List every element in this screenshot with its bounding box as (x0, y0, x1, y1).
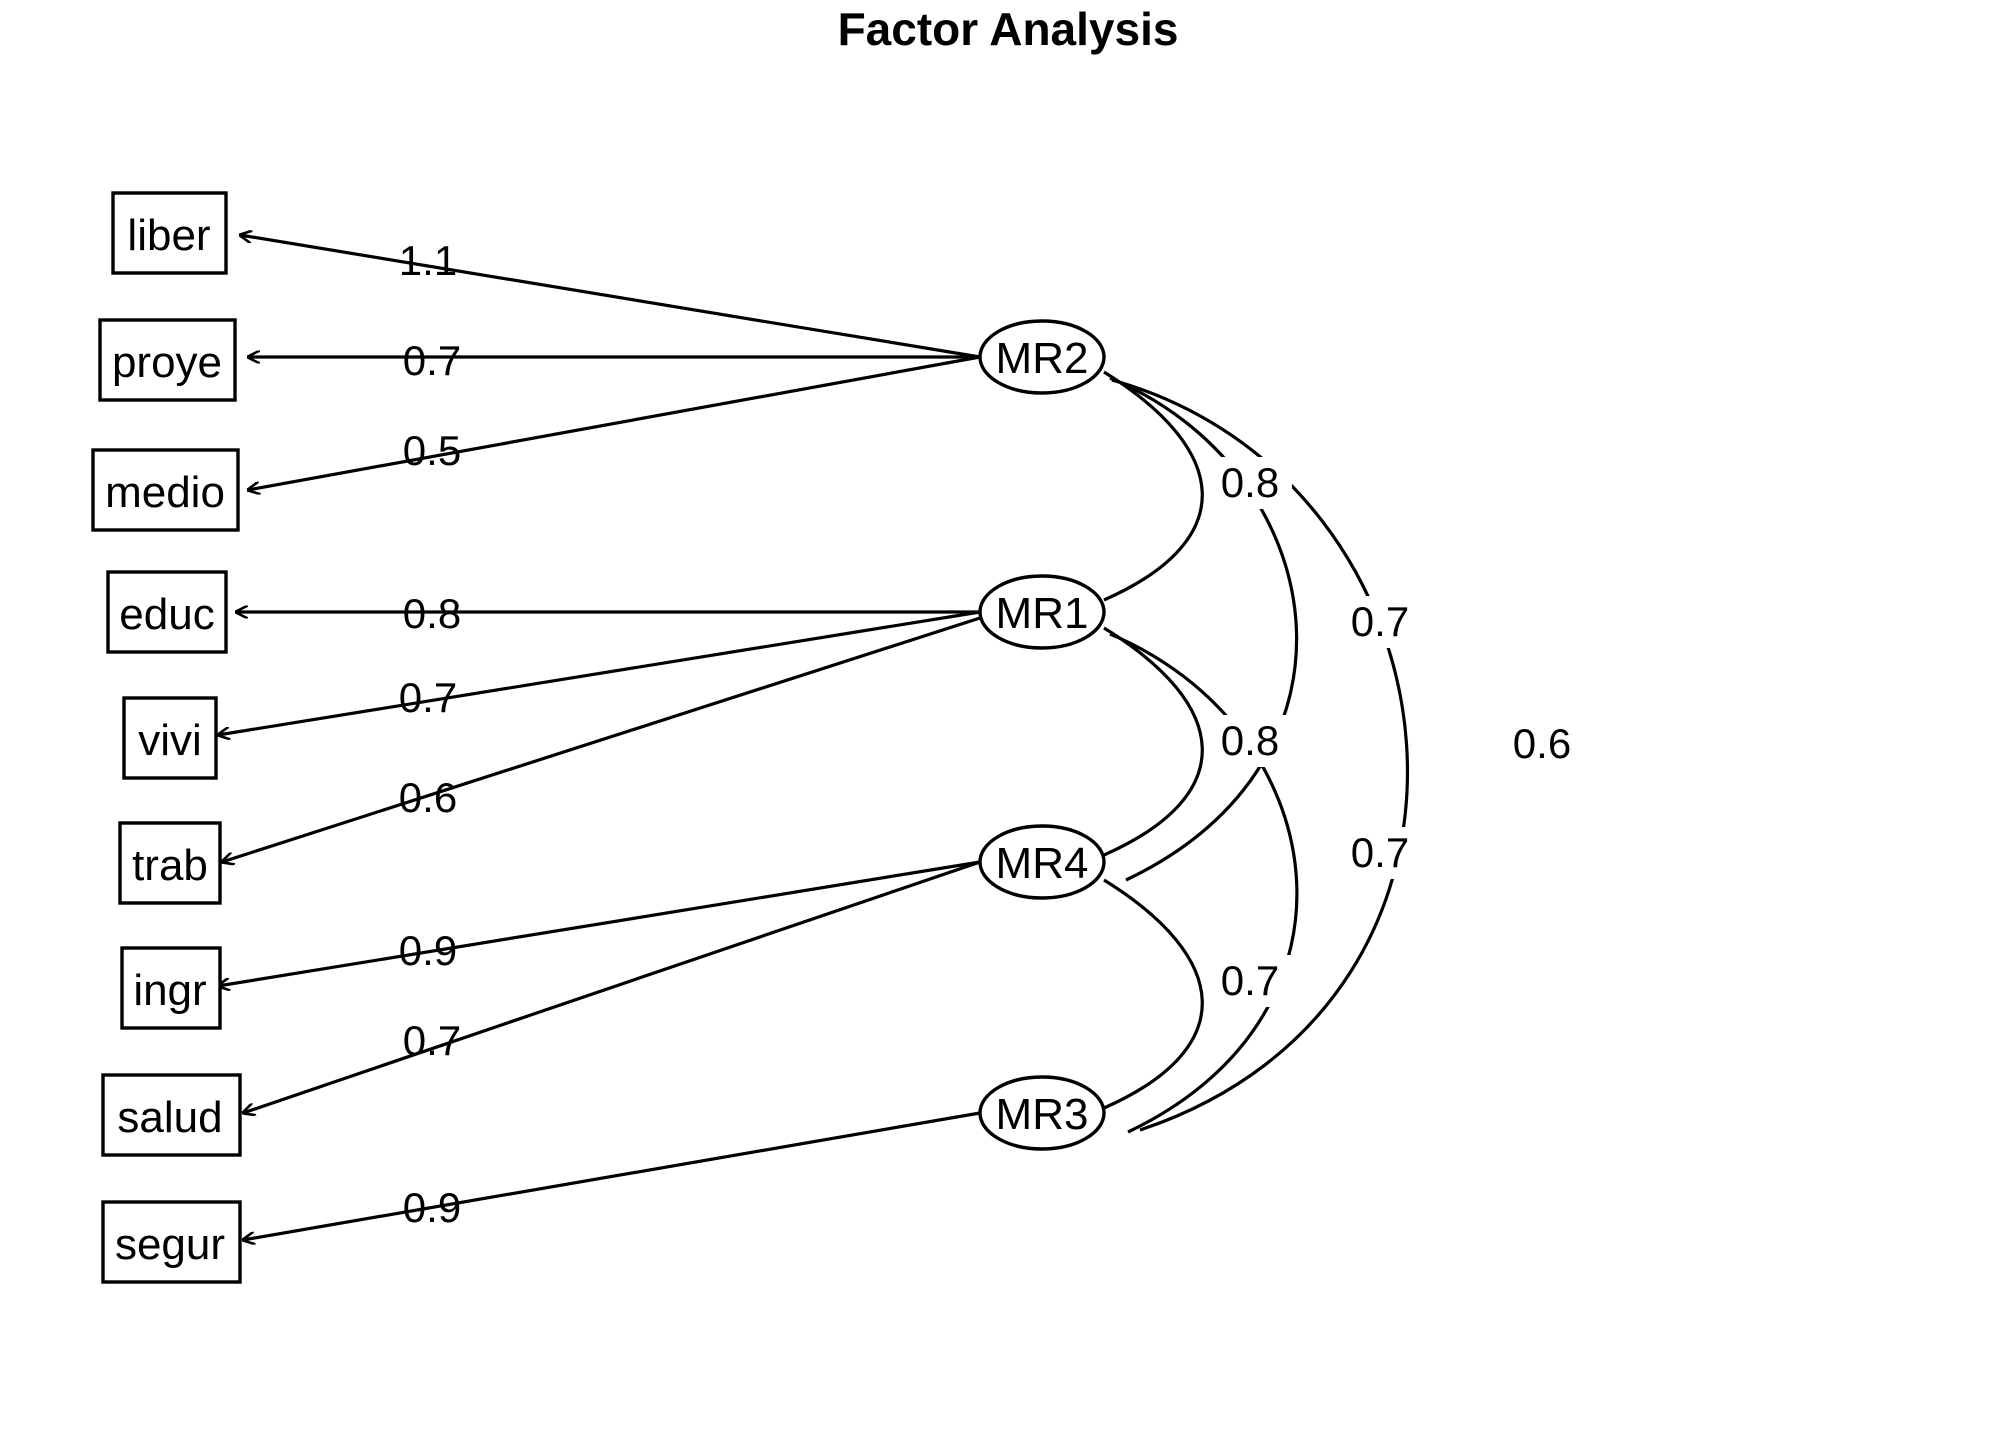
node-box-educ[interactable] (106, 570, 228, 654)
correlation-curve-mr4-mr3 (1103, 878, 1204, 1110)
correlation-label-mr2-mr1: 0.8 (1221, 459, 1279, 506)
loading-label-segur: 0.9 (403, 1184, 461, 1231)
node-label-mr3: MR3 (996, 1090, 1089, 1139)
observed-variable-nodes: liber proye medio educ vivi trab ingr sa… (91, 191, 242, 1284)
loading-label-vivi: 0.7 (399, 674, 457, 721)
node-label-mr1: MR1 (996, 589, 1089, 638)
node-label-salud: salud (117, 1093, 222, 1142)
node-label-proye: proye (112, 338, 222, 387)
correlation-curve-mr2-mr4 (1109, 376, 1298, 882)
node-box-salud[interactable] (101, 1073, 242, 1157)
loading-label-ingr: 0.9 (399, 927, 457, 974)
node-ellipse-mr1[interactable] (978, 574, 1106, 650)
correlation-curves (1103, 370, 1409, 1134)
node-ellipse-mr3[interactable] (978, 1075, 1106, 1151)
node-box-vivi[interactable] (122, 696, 218, 780)
loading-path-mr2-medio (248, 355, 981, 490)
loading-value-labels: 1.1 0.7 0.5 0.8 0.7 0.6 0.9 0.7 0.9 (399, 237, 461, 1231)
node-box-liber[interactable] (111, 191, 228, 275)
correlation-curve-mr2-mr3 (1111, 378, 1409, 1132)
loading-path-mr4-ingr (218, 860, 981, 986)
correlation-label-mr2-mr3: 0.6 (1513, 720, 1571, 767)
correlation-curve-mr1-mr3 (1109, 632, 1299, 1134)
loading-path-mr1-trab (222, 616, 981, 862)
node-label-liber: liber (127, 211, 210, 260)
node-label-ingr: ingr (133, 966, 206, 1015)
page-title: Factor Analysis (838, 3, 1179, 55)
loading-label-salud: 0.7 (403, 1017, 461, 1064)
loading-paths (218, 235, 981, 1240)
node-box-trab[interactable] (118, 821, 222, 905)
node-box-ingr[interactable] (120, 946, 222, 1030)
correlation-label-bg-mr4-mr3 (1208, 955, 1292, 1007)
node-box-proye[interactable] (98, 318, 237, 402)
correlation-label-bg-mr1-mr3 (1338, 827, 1422, 879)
loading-path-mr2-liber (240, 235, 981, 359)
correlation-label-bg-mr2-mr3 (1500, 718, 1584, 770)
correlation-label-mr4-mr3: 0.7 (1221, 957, 1279, 1004)
node-ellipse-mr2[interactable] (978, 319, 1106, 395)
correlation-label-bg-mr2-mr1 (1208, 457, 1292, 509)
loading-label-trab: 0.6 (399, 774, 457, 821)
correlation-label-mr1-mr3: 0.7 (1351, 829, 1409, 876)
loading-path-mr4-salud (243, 860, 981, 1113)
node-box-segur[interactable] (101, 1200, 242, 1284)
loading-label-proye: 0.7 (403, 337, 461, 384)
correlation-label-bg-mr1-mr4 (1208, 715, 1292, 767)
factor-nodes: MR2 MR1 MR4 MR3 (978, 319, 1106, 1151)
loading-label-educ: 0.8 (403, 590, 461, 637)
loading-path-mr1-vivi (218, 610, 981, 735)
correlation-label-mr2-mr4: 0.7 (1351, 598, 1409, 645)
node-label-mr4: MR4 (996, 839, 1089, 888)
loading-path-mr3-segur (243, 1111, 981, 1240)
node-label-medio: medio (105, 468, 225, 517)
correlation-value-labels: 0.8 0.7 0.6 0.8 0.7 0.7 (1208, 457, 1584, 1007)
node-label-mr2: MR2 (996, 334, 1089, 383)
correlation-label-mr1-mr4: 0.8 (1221, 717, 1279, 764)
node-label-vivi: vivi (138, 716, 202, 765)
correlation-curve-mr2-mr1 (1103, 370, 1204, 602)
loading-label-medio: 0.5 (403, 427, 461, 474)
node-box-medio[interactable] (91, 448, 240, 532)
node-label-trab: trab (132, 841, 208, 890)
correlation-curve-mr1-mr4 (1103, 626, 1204, 857)
node-ellipse-mr4[interactable] (978, 824, 1106, 900)
loading-label-liber: 1.1 (399, 237, 457, 284)
correlation-label-bg-mr2-mr4 (1338, 596, 1422, 648)
node-label-segur: segur (115, 1220, 225, 1269)
node-label-educ: educ (119, 590, 214, 639)
